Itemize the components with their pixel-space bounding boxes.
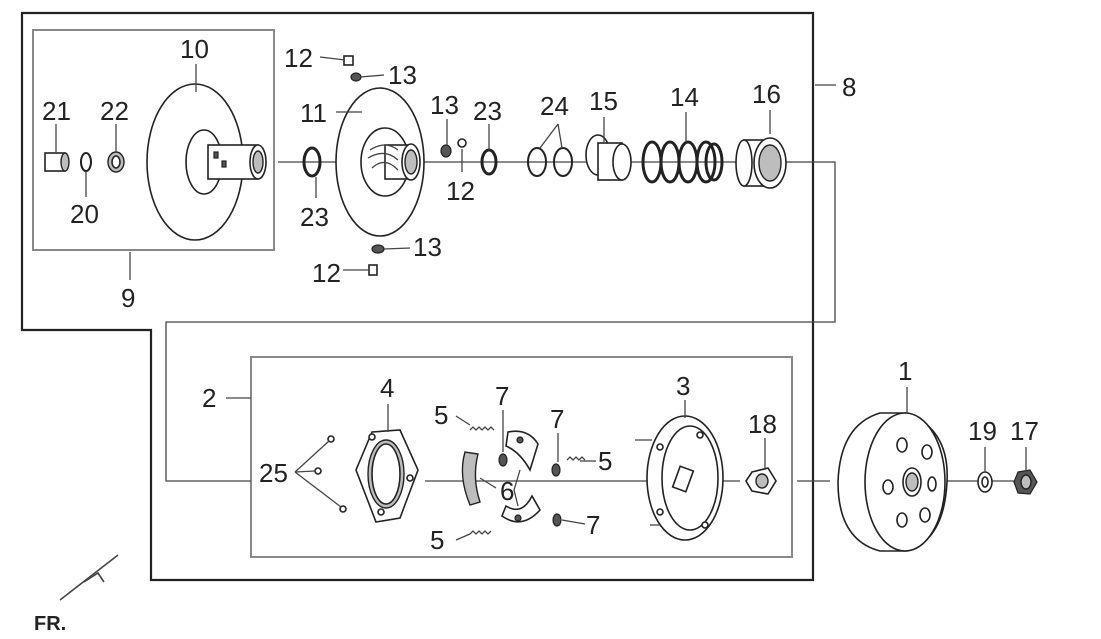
part-20-circlip [80, 152, 92, 172]
callout-8: 8 [842, 72, 856, 102]
part-5-spring-bottom [469, 530, 492, 535]
part-16-spring-seat [735, 137, 787, 189]
callout-12-bottom: 12 [312, 258, 341, 288]
part-14-spring [641, 140, 724, 184]
part-25-nut-a [327, 435, 335, 443]
callout-23-left: 23 [300, 202, 329, 232]
part-15-seal-collar [585, 134, 632, 181]
assembly-frame-8 [20, 11, 815, 582]
part-3-drive-plate [635, 415, 724, 541]
callout-7-top: 7 [495, 381, 509, 411]
callout-7-bottom: 7 [586, 510, 600, 540]
callout-5-right: 5 [598, 446, 612, 476]
part-7-damper-c [552, 513, 562, 527]
callout-14: 14 [670, 82, 699, 112]
part-5-spring-top [469, 426, 495, 431]
part-12-pin-top [343, 55, 354, 66]
callout-20: 20 [70, 199, 99, 229]
part-17-nut [1013, 469, 1038, 495]
part-22-bearing [107, 151, 125, 173]
callout-17: 17 [1010, 416, 1039, 446]
part-24-seal-b [553, 147, 573, 177]
subassembly-box-9 [32, 29, 275, 251]
callout-9: 9 [121, 283, 135, 313]
callout-13-mid: 13 [430, 90, 459, 120]
callout-21: 21 [42, 96, 71, 126]
leader-lines [55, 56, 1027, 541]
part-5-spring-right [566, 456, 586, 461]
part-11-driven-movable-face [335, 87, 425, 237]
callout-12-mid: 12 [446, 176, 475, 206]
part-10-driven-fixed-face [146, 83, 267, 241]
callout-23-right: 23 [473, 96, 502, 126]
callout-3: 3 [676, 371, 690, 401]
part-18-nut [745, 467, 777, 495]
part-7-damper-b [551, 463, 561, 477]
part-4-clutch-plate [355, 429, 419, 523]
callout-1: 1 [898, 356, 912, 386]
part-25-nut-b [314, 467, 322, 475]
part-12-pin-bottom [368, 264, 378, 276]
callout-12-top: 12 [284, 43, 313, 73]
callout-6: 6 [500, 476, 514, 506]
part-6-clutch-shoe-left [461, 451, 481, 506]
part-13-roller-mid [440, 144, 452, 158]
callout-13-top: 13 [388, 60, 417, 90]
part-1-clutch-housing [837, 412, 948, 552]
callout-19: 19 [968, 416, 997, 446]
part-12-pin-mid [457, 138, 467, 148]
part-6-clutch-shoe-top [505, 430, 539, 473]
callout-13-bottom: 13 [413, 232, 442, 262]
callout-24: 24 [540, 91, 569, 121]
callout-4: 4 [380, 373, 394, 403]
part-23-oring-a [302, 146, 322, 178]
part-13-roller-bottom [371, 244, 385, 254]
callout-18: 18 [748, 409, 777, 439]
part-7-damper-a [498, 453, 508, 467]
part-25-nut-c [339, 505, 347, 513]
part-21-collar [44, 152, 70, 172]
callout-2: 2 [202, 383, 216, 413]
callout-10: 10 [180, 34, 209, 64]
callout-11: 11 [300, 98, 327, 128]
subassembly-box-2 [250, 356, 793, 558]
callout-22: 22 [100, 96, 129, 126]
callout-5-top: 5 [434, 400, 448, 430]
assembly-path-line [165, 161, 836, 482]
callout-5-bottom: 5 [430, 525, 444, 555]
part-19-washer [977, 471, 993, 493]
part-24-seal-a [527, 147, 547, 177]
callout-25: 25 [259, 458, 288, 488]
callout-16: 16 [752, 79, 781, 109]
callout-15: 15 [589, 86, 618, 116]
part-13-roller-top [350, 72, 362, 82]
front-direction-label: FR. [34, 613, 66, 635]
front-direction-arrow-icon [59, 554, 119, 601]
part-6-clutch-shoe-bottom [501, 494, 541, 523]
callout-7-right: 7 [550, 404, 564, 434]
